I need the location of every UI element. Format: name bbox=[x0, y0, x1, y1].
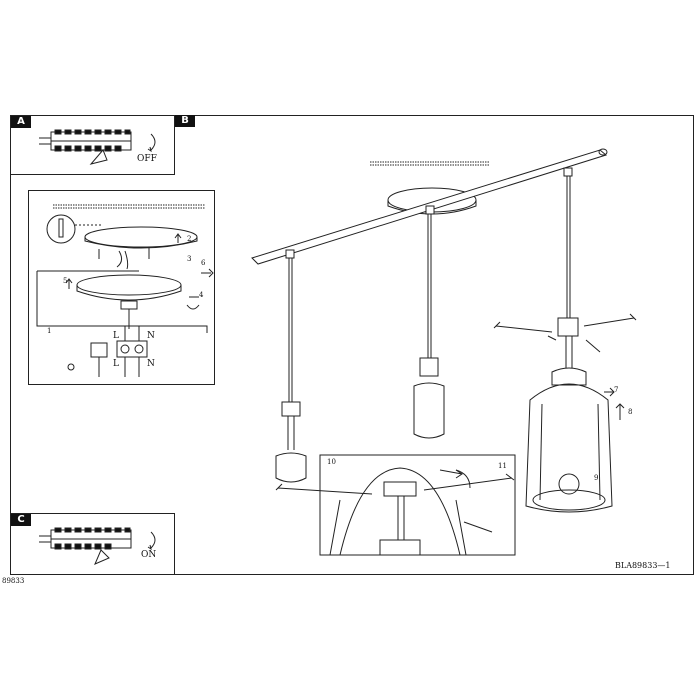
step-6-label: 6 bbox=[201, 259, 206, 267]
document-code: BLA89833—1 bbox=[615, 561, 671, 570]
panel-a-switch-off: A OFF bbox=[10, 115, 175, 175]
off-label: OFF bbox=[137, 154, 157, 164]
panel-c-switch-on: C ON bbox=[10, 513, 175, 575]
page-code: 89833 bbox=[2, 577, 25, 585]
neutral-label-bottom: N bbox=[147, 359, 155, 369]
terminal-block-illustration-on bbox=[39, 527, 156, 565]
panel-a-tag: A bbox=[11, 116, 31, 128]
step-5-label: 5 bbox=[63, 277, 68, 285]
step-7-label: 7 bbox=[614, 386, 619, 394]
panel-c-tag: C bbox=[11, 514, 31, 526]
terminal-block-illustration bbox=[39, 129, 156, 165]
step-11-label: 11 bbox=[498, 462, 507, 470]
live-label-bottom: L bbox=[113, 359, 119, 369]
step-2-label: 2 bbox=[187, 235, 192, 243]
step-3-label: 3 bbox=[187, 255, 192, 263]
step-10-label: 10 bbox=[327, 458, 336, 466]
step-1-label: 1 bbox=[47, 327, 52, 335]
neutral-label-top: N bbox=[147, 331, 155, 341]
panel-b-tag: B bbox=[175, 115, 195, 127]
on-label: ON bbox=[141, 550, 157, 560]
step-4-label: 4 bbox=[199, 291, 204, 299]
live-label-top: L bbox=[113, 331, 119, 341]
instruction-sheet bbox=[10, 115, 694, 575]
canopy-installation-illustration bbox=[36, 204, 214, 377]
step-9-label: 9 bbox=[594, 474, 599, 482]
step-8-label: 8 bbox=[628, 408, 633, 416]
canopy-installation-panel: 1 2 3 4 5 6 L N L N bbox=[28, 190, 215, 385]
